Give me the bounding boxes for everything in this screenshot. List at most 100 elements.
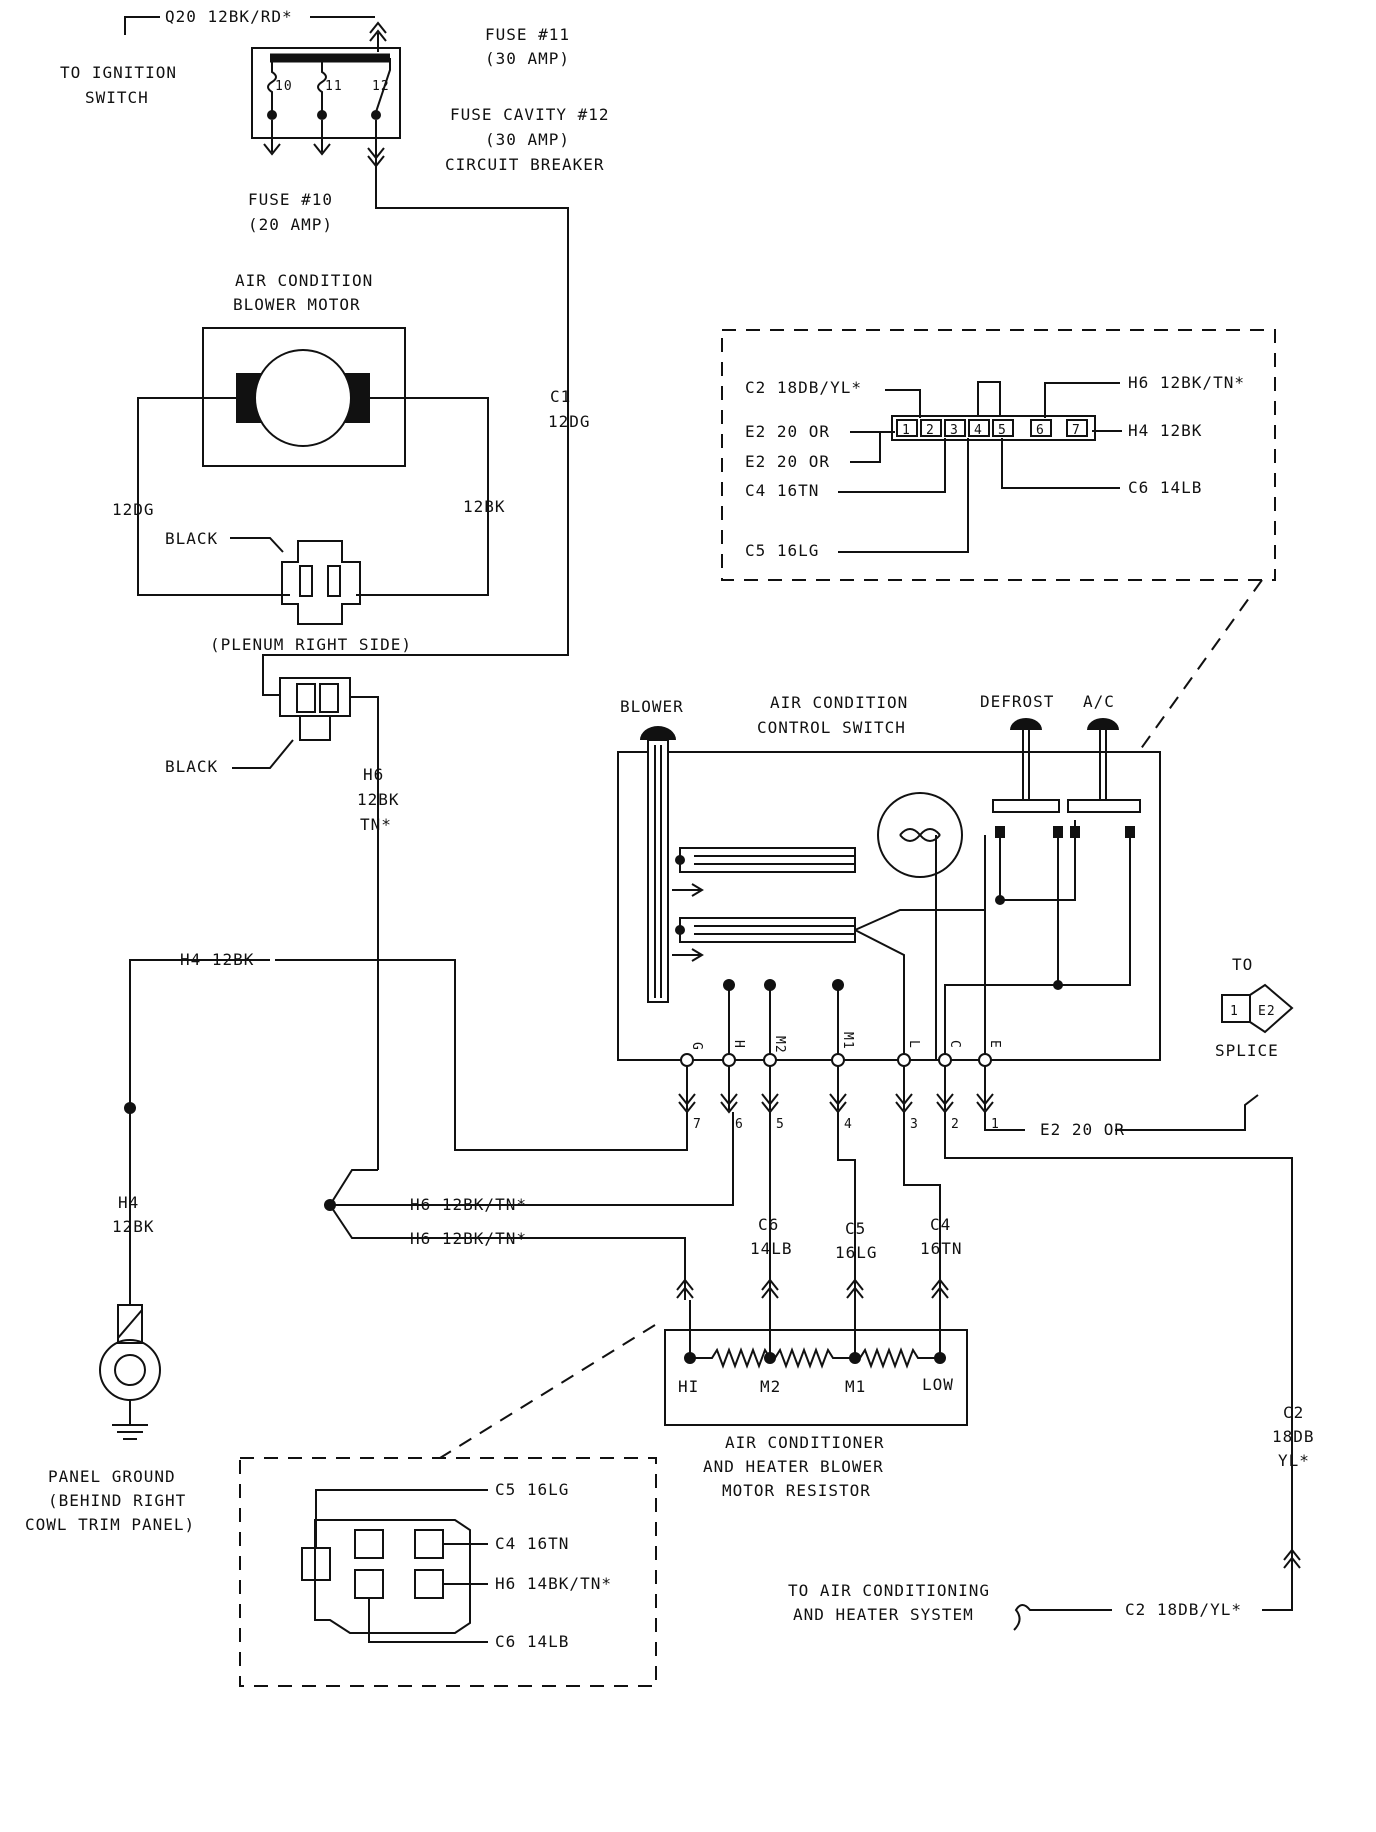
fuse-box bbox=[251, 47, 401, 139]
c4-wire bbox=[903, 1112, 941, 1300]
switch-connector-inset: C2 18DB/YL* E2 20 OR E2 20 OR C4 16TN C5… bbox=[721, 329, 1276, 581]
blower-motor-resistor: HI M2 M1 LOW AIR CONDITIONER AND HEATER … bbox=[664, 1268, 968, 1500]
resistor-hi: HI bbox=[678, 1377, 699, 1396]
blower-label: BLOWER bbox=[620, 697, 684, 716]
fuse11-label-1: FUSE #11 bbox=[485, 25, 570, 44]
cavity12-label-1: FUSE CAVITY #12 bbox=[450, 105, 610, 124]
switch-pin-5: 5 bbox=[776, 1117, 785, 1132]
blower-slider[interactable] bbox=[647, 739, 669, 1003]
ground-label-2: (BEHIND RIGHT bbox=[48, 1491, 186, 1510]
inset-pin-4: 4 bbox=[974, 423, 983, 438]
h6-label-1: H6 bbox=[363, 765, 384, 784]
c2-wire-bottom bbox=[1262, 1585, 1293, 1611]
res-inset-c4: C4 16TN bbox=[495, 1534, 569, 1553]
resistor-title-2: AND HEATER BLOWER bbox=[703, 1457, 884, 1476]
inset-pin-1: 1 bbox=[902, 423, 911, 438]
lower-connector-color-label: BLACK bbox=[165, 757, 218, 776]
h6-branch-wire-2 bbox=[330, 1112, 734, 1206]
panel-ground: PANEL GROUND (BEHIND RIGHT COWL TRIM PAN… bbox=[25, 1304, 195, 1534]
inset-pin-7: 7 bbox=[1072, 423, 1081, 438]
inset-c6-label: C6 14LB bbox=[1128, 478, 1202, 497]
switch-pin-arrows bbox=[678, 1066, 994, 1114]
switch-connector-pins: 1 2 3 4 5 6 7 bbox=[896, 419, 1088, 438]
splice-label: SPLICE bbox=[1215, 1041, 1279, 1060]
to-ac-wire bbox=[1013, 1604, 1112, 1631]
c6-resistor-label-2: 14LB bbox=[750, 1239, 793, 1258]
h6-branch-label-1: H6 12BK/TN* bbox=[410, 1195, 527, 1214]
ac-button[interactable] bbox=[1067, 799, 1141, 813]
blower-motor: AIR CONDITION BLOWER MOTOR 12DG 12BK BLA… bbox=[112, 271, 506, 1170]
resistor-low: LOW bbox=[922, 1375, 954, 1394]
c5-resistor-label-2: 16LG bbox=[835, 1243, 878, 1262]
h4-wire bbox=[129, 959, 270, 1305]
terminal-m2 bbox=[763, 1053, 777, 1067]
fuse-pin-11: 11 bbox=[325, 79, 343, 94]
c5-resistor-label-1: C5 bbox=[845, 1219, 866, 1238]
c5-wire bbox=[837, 1112, 856, 1300]
blower-motor-title-2: BLOWER MOTOR bbox=[233, 295, 361, 314]
h6-branch-label-2: H6 12BK/TN* bbox=[410, 1229, 527, 1248]
h6-branch-wire bbox=[328, 1169, 686, 1268]
resistor-housing bbox=[664, 1329, 968, 1426]
h4-wire-to-switch bbox=[275, 959, 688, 1151]
inset-c2-label: C2 18DB/YL* bbox=[745, 378, 862, 397]
e2-wire-stub bbox=[984, 1112, 1025, 1131]
ground-label-3: COWL TRIM PANEL) bbox=[25, 1515, 195, 1534]
inset-pin-3: 3 bbox=[950, 423, 959, 438]
c2-bottom-label: C2 18DB/YL* bbox=[1125, 1600, 1242, 1619]
plenum-location-label: (PLENUM RIGHT SIDE) bbox=[210, 635, 412, 654]
inset-e2-label-1: E2 20 OR bbox=[745, 422, 830, 441]
terminal-m1 bbox=[831, 1053, 845, 1067]
c2-wire bbox=[944, 1112, 1293, 1585]
fuse11-label-2: (30 AMP) bbox=[485, 49, 570, 68]
switch-pin-7: 7 bbox=[693, 1117, 702, 1132]
cavity12-label-3: CIRCUIT BREAKER bbox=[445, 155, 605, 174]
c1-label-1: C1 bbox=[550, 387, 571, 406]
inset-h4-label: H4 12BK bbox=[1128, 421, 1202, 440]
terminal-m1-label: M1 bbox=[840, 1032, 855, 1050]
connector-color-label: BLACK bbox=[165, 529, 218, 548]
fuse-pin-12: 12 bbox=[372, 79, 390, 94]
h4-vertical-label-1: H4 bbox=[118, 1193, 139, 1212]
terminal-l-label: L bbox=[906, 1040, 921, 1049]
resistor-title-1: AIR CONDITIONER bbox=[725, 1433, 885, 1452]
terminal-g-label: G bbox=[689, 1042, 704, 1051]
terminal-e-label: E bbox=[987, 1040, 1002, 1049]
terminal-g bbox=[680, 1053, 694, 1067]
resistor-m1: M1 bbox=[845, 1377, 866, 1396]
ignition-label-1: TO IGNITION bbox=[60, 63, 177, 82]
terminal-c bbox=[938, 1053, 952, 1067]
ground-label-1: PANEL GROUND bbox=[48, 1467, 176, 1486]
blower-right-wire: 12BK bbox=[463, 497, 506, 516]
terminal-l bbox=[897, 1053, 911, 1067]
terminal-h-label: H bbox=[731, 1040, 746, 1049]
fuse10-label-1: FUSE #10 bbox=[248, 190, 333, 209]
switch-terminals bbox=[680, 1053, 992, 1067]
c6-resistor-label-1: C6 bbox=[758, 1215, 779, 1234]
to-ac-label-2: AND HEATER SYSTEM bbox=[793, 1605, 974, 1624]
c2-connector-arrow bbox=[1283, 1548, 1301, 1569]
c1-label-2: 12DG bbox=[548, 412, 591, 431]
inset-c4-label: C4 16TN bbox=[745, 481, 819, 500]
splice-to-label: TO bbox=[1232, 955, 1253, 974]
q20-wire-label: Q20 12BK/RD* bbox=[165, 7, 293, 26]
resistor-connector-inset: C5 16LG C4 16TN H6 14BK/TN* C6 14LB bbox=[239, 1457, 657, 1687]
inset-pin-5: 5 bbox=[998, 423, 1007, 438]
plenum-connector bbox=[281, 540, 361, 625]
switch-pin-1: 1 bbox=[991, 1117, 1000, 1132]
inset-c5-label: C5 16LG bbox=[745, 541, 819, 560]
terminal-c-label: C bbox=[947, 1040, 962, 1049]
fuse-pin-10: 10 bbox=[275, 79, 293, 94]
blower-motor-title-1: AIR CONDITION bbox=[235, 271, 373, 290]
inset-pin-6: 6 bbox=[1036, 423, 1045, 438]
e2-wire bbox=[1115, 1094, 1259, 1131]
c2-vertical-label-3: YL* bbox=[1278, 1451, 1310, 1470]
h6-label-3: TN* bbox=[360, 815, 392, 834]
defrost-button[interactable] bbox=[992, 799, 1060, 813]
lamp-icon bbox=[877, 792, 963, 878]
res-inset-c6: C6 14LB bbox=[495, 1632, 569, 1651]
h6-label-2: 12BK bbox=[357, 790, 400, 809]
switch-pin-2: 2 bbox=[951, 1117, 960, 1132]
c4-resistor-label-2: 16TN bbox=[920, 1239, 963, 1258]
resistor-title-3: MOTOR RESISTOR bbox=[722, 1481, 871, 1500]
